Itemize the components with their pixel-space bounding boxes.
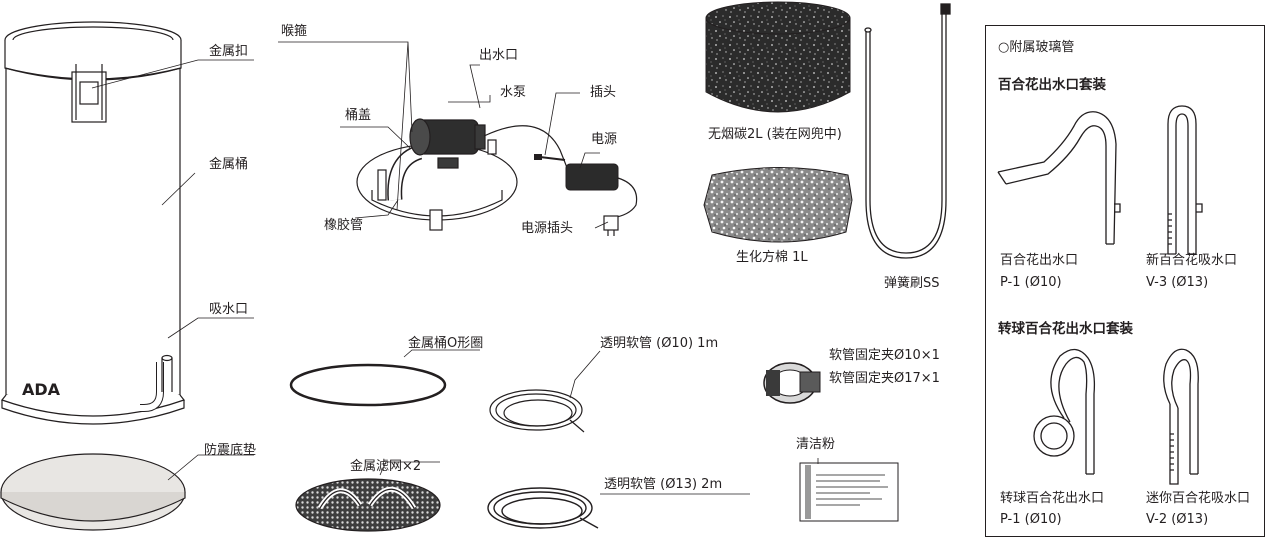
label-carbon: 无烟碳2L (装在网兜中) — [708, 127, 842, 142]
set2-item1-name: 转球百合花出水口 — [1000, 491, 1105, 506]
set2-item2-code: V-2 (Ø13) — [1146, 512, 1209, 527]
anti-vibration-pad-illustration — [0, 453, 186, 531]
metal-bucket-illustration — [1, 21, 185, 425]
label-tube13: 透明软管 (Ø13) 2m — [604, 477, 723, 492]
label-metal-mesh: 金属滤网×2 — [350, 459, 422, 474]
swivel-lily-pipe-set-illustration — [1033, 348, 1199, 485]
set1-item2-name: 新百合花吸水口 — [1146, 253, 1238, 268]
label-bucket-lid: 桶盖 — [345, 108, 372, 123]
set1-item1-code: P-1 (Ø10) — [1000, 275, 1062, 290]
label-metal-clasp: 金属扣 — [209, 44, 249, 59]
label-plug: 插头 — [590, 85, 617, 100]
set2-item1-code: P-1 (Ø10) — [1000, 512, 1062, 527]
lily-pipe-set-illustration — [997, 105, 1203, 255]
power-supply-illustration — [565, 163, 638, 236]
panel-header: ○附属玻璃管 — [998, 40, 1075, 55]
set1-item1-name: 百合花出水口 — [1000, 253, 1079, 268]
hose-clamp-illustration — [763, 362, 821, 404]
label-cleaning-powder: 清洁粉 — [796, 437, 836, 452]
plug-connector — [534, 154, 542, 160]
cleaning-powder-illustration — [799, 462, 899, 522]
sponge-illustration — [703, 167, 853, 243]
label-outlet: 出水口 — [479, 48, 519, 63]
pump-lid-illustration — [356, 118, 518, 231]
plug-cable — [539, 156, 566, 161]
label-metal-bucket: 金属桶 — [209, 157, 249, 172]
set2-title: 转球百合花出水口套装 — [998, 321, 1133, 337]
spring-brush-illustration — [864, 3, 951, 259]
label-hoop: 喉箍 — [281, 24, 308, 39]
leader-lines — [91, 41, 819, 495]
set2-item2-name: 迷你百合花吸水口 — [1146, 491, 1251, 506]
label-spring-brush: 弹簧刷SS — [884, 276, 940, 291]
metal-mesh-illustration — [295, 478, 441, 532]
set1-item2-code: V-3 (Ø13) — [1146, 275, 1209, 290]
carbon-illustration — [705, 1, 851, 113]
tube13-illustration — [487, 487, 599, 529]
label-tube10: 透明软管 (Ø10) 1m — [600, 336, 719, 351]
glass-pipes-panel: ○附属玻璃管 百合花出水口套装 百合花出水口 P-1 (Ø10) 新百合花吸水口… — [985, 25, 1265, 537]
oring-illustration — [289, 363, 447, 407]
tube10-illustration — [489, 389, 585, 433]
label-sponge: 生化方棉 1L — [736, 250, 808, 265]
label-clamp-10: 软管固定夹Ø10×1 — [829, 348, 940, 363]
label-power-plug: 电源插头 — [521, 221, 574, 236]
brand-logo: ADA — [22, 380, 61, 399]
label-rubber-tube: 橡胶管 — [324, 218, 364, 233]
label-anti-vibration-pad: 防震底垫 — [204, 443, 257, 458]
set1-title: 百合花出水口套装 — [998, 77, 1106, 93]
label-water-intake: 吸水口 — [209, 302, 249, 317]
label-pump: 水泵 — [500, 85, 527, 100]
label-oring: 金属桶O形圈 — [408, 336, 484, 351]
label-clamp-17: 软管固定夹Ø17×1 — [829, 371, 940, 386]
label-power-supply: 电源 — [591, 132, 618, 147]
